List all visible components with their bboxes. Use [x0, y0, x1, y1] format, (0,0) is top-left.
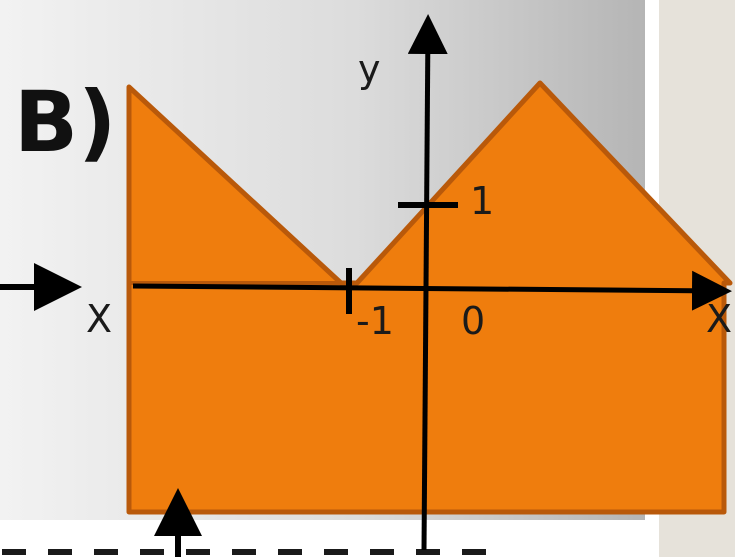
x-axis-label-right: X [706, 297, 733, 341]
x-axis-label-left: X [86, 297, 113, 341]
y-axis [407, 14, 448, 551]
origin-label: 0 [461, 299, 486, 343]
tick-label-neg-one: -1 [356, 299, 394, 343]
option-label: В) [14, 73, 117, 171]
tick-label-one: 1 [470, 179, 495, 223]
y-axis-label: y [358, 47, 381, 91]
